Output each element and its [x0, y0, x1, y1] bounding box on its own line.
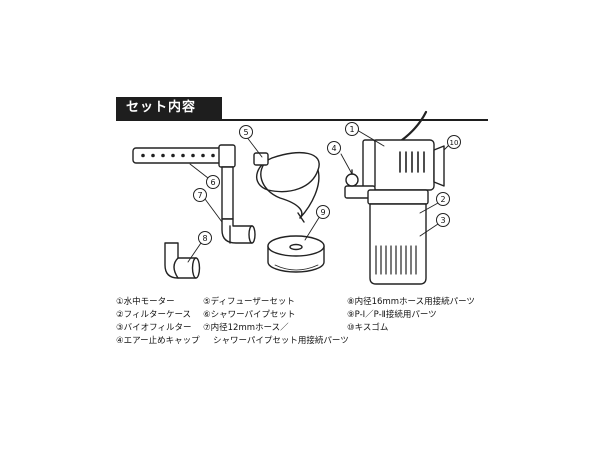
legend-item: ⑨P-Ⅰ／P-Ⅱ接続用パーツ — [347, 310, 437, 320]
leader-lines — [187, 129, 450, 263]
callout-1-label: 1 — [349, 125, 354, 134]
legend-item: ⑦内径12mmホース／ — [203, 323, 289, 333]
section-title: セット内容 — [116, 97, 222, 119]
callout-10 — [447, 135, 461, 149]
hose-connector-16mm-illustration — [164, 242, 201, 279]
legend-item: ⑩キスゴム — [347, 323, 389, 333]
diffuser-hose-illustration — [253, 151, 320, 223]
callout-1 — [345, 122, 359, 136]
callout-4-label: 4 — [331, 144, 336, 153]
legend-item: ②フィルターケース — [116, 310, 192, 320]
callout-5 — [239, 125, 253, 139]
title-divider — [116, 119, 488, 121]
callout-9-label: 9 — [320, 208, 325, 217]
callout-8-label: 8 — [202, 234, 207, 243]
legend-item: ①水中モーター — [116, 297, 175, 307]
parts-legend-col-2: ⑤ディフューザーセット ⑥シャワーパイプセット ⑦内径12mmホース／ シャワー… — [203, 296, 349, 348]
legend-item: ⑧内径16mmホース用接続パーツ — [347, 297, 475, 307]
connection-disc-illustration — [267, 235, 325, 273]
filter-assembly-illustration — [344, 110, 445, 285]
callout-7-label: 7 — [197, 191, 202, 200]
callout-7 — [193, 188, 207, 202]
callout-8 — [198, 231, 212, 245]
callout-9 — [316, 205, 330, 219]
callout-3 — [436, 213, 450, 227]
legend-item: ⑥シャワーパイプセット — [203, 310, 296, 320]
callout-6-label: 6 — [210, 178, 215, 187]
callout-5-label: 5 — [243, 128, 248, 137]
parts-legend-col-3: ⑧内径16mmホース用接続パーツ ⑨P-Ⅰ／P-Ⅱ接続用パーツ ⑩キスゴム — [347, 296, 475, 335]
parts-legend-col-1: ①水中モーター ②フィルターケース ③バイオフィルター ④エアー止めキャップ — [116, 296, 200, 348]
callout-3-label: 3 — [440, 216, 445, 225]
callout-6 — [206, 175, 220, 189]
legend-item: ⑤ディフューザーセット — [203, 297, 295, 307]
legend-item: ③バイオフィルター — [116, 323, 192, 333]
legend-item: ④エアー止めキャップ — [116, 336, 200, 346]
callout-4 — [327, 141, 341, 155]
hose-connector-12mm-illustration — [221, 218, 256, 244]
callout-markers — [193, 122, 461, 245]
callout-2-label: 2 — [440, 195, 445, 204]
legend-item-continuation: シャワーパイプセット用接続パーツ — [213, 336, 349, 346]
callout-2 — [436, 192, 450, 206]
callout-10-label: 10 — [450, 139, 459, 147]
